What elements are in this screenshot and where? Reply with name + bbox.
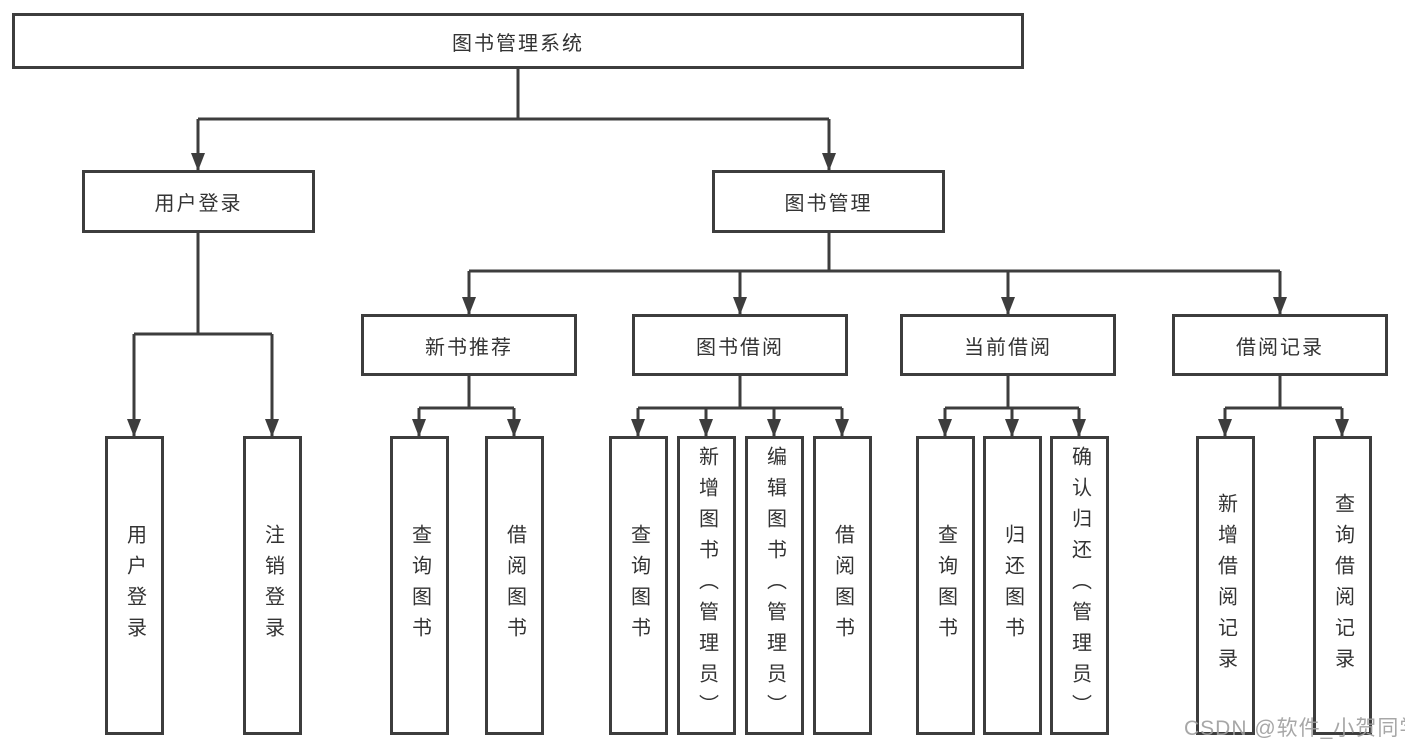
leaf-query-books-rec: 查询图书 [390,436,449,735]
leaf-add-books-admin: 新增图书（管理员） [677,436,736,735]
edge-borrowing-records-children [1218,376,1349,437]
leaf-borrow-books: 借阅图书 [813,436,872,735]
node-new-book-recommend: 新书推荐 [361,314,577,376]
edge-book-borrowing-children [631,376,849,437]
node-book-management: 图书管理 [712,170,945,233]
edge-book-mgmt-children [462,233,1287,315]
leaf-confirm-return-admin: 确认归还（管理员） [1050,436,1109,735]
node-borrowing-records: 借阅记录 [1172,314,1388,376]
edge-user-login-children [127,233,279,437]
leaf-borrow-books-rec: 借阅图书 [485,436,544,735]
node-user-login: 用户登录 [82,170,315,233]
edge-new-book-rec-children [412,376,521,437]
node-book-borrowing: 图书借阅 [632,314,848,376]
node-root-system: 图书管理系统 [12,13,1024,69]
leaf-logout: 注销登录 [243,436,302,735]
leaf-return-books: 归还图书 [983,436,1042,735]
csdn-watermark: CSDN @软件_小贺同学 [1184,717,1405,740]
leaf-edit-books-admin: 编辑图书（管理员） [745,436,804,735]
edge-root-to-level2 [191,69,836,171]
node-current-borrowing: 当前借阅 [900,314,1116,376]
edge-current-borrowing-children [938,376,1086,437]
leaf-query-borrow-record: 查询借阅记录 [1313,436,1372,735]
leaf-query-books-borrow: 查询图书 [609,436,668,735]
leaf-query-books-current: 查询图书 [916,436,975,735]
leaf-add-borrow-record: 新增借阅记录 [1196,436,1255,735]
leaf-user-login: 用户登录 [105,436,164,735]
